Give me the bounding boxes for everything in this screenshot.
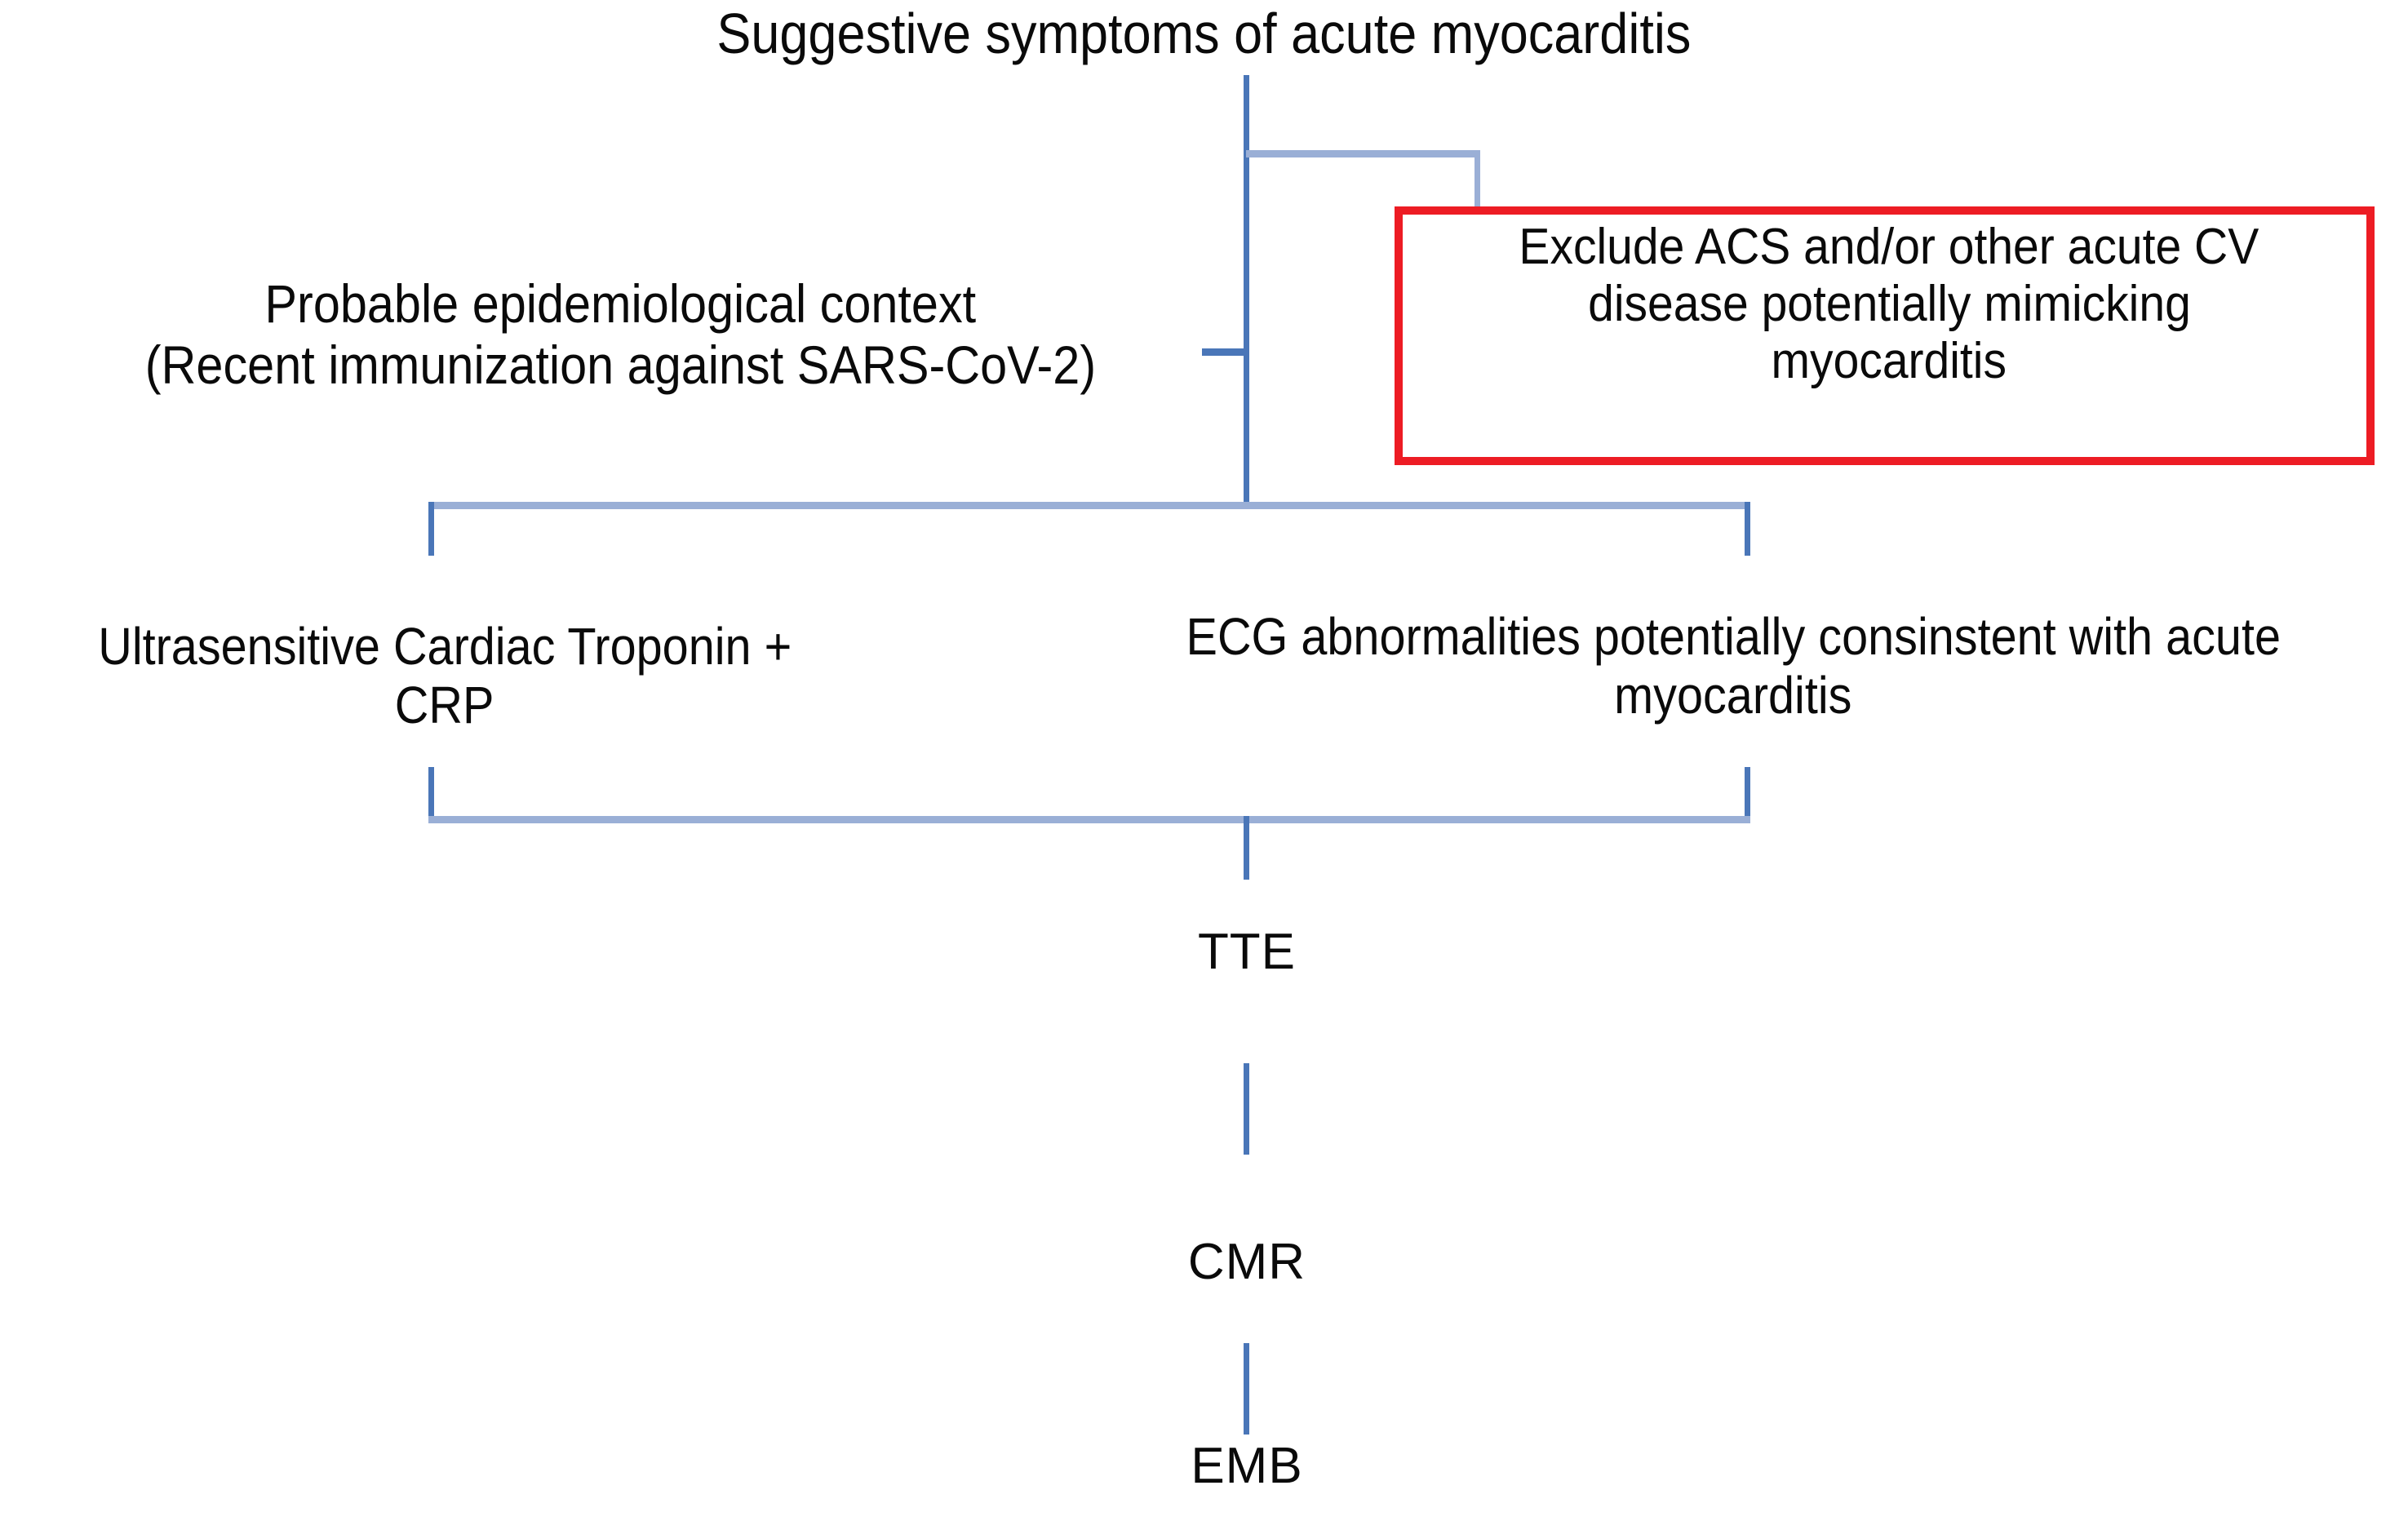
connector-split-left-down	[428, 502, 434, 556]
node-exclude-acs-line1: Exclude ACS and/or other acute CV	[1519, 219, 2259, 275]
node-emb: EMB	[1191, 1438, 1303, 1494]
node-epidemiological-context-line1: Probable epidemiological context	[264, 273, 976, 334]
node-exclude-acs-line3: myocarditis	[1771, 333, 2007, 390]
connector-stub-epidemiological-context	[1202, 348, 1248, 356]
node-epidemiological-context-line2: (Recent immunization against SARS-CoV-2)	[144, 334, 1096, 395]
node-root-symptoms-label: Suggestive symptoms of acute myocarditis	[716, 2, 1692, 65]
node-troponin-crp: Ultrasensitive Cardiac Troponin +CRP	[8, 617, 881, 735]
node-troponin-crp-line2: CRP	[395, 676, 494, 735]
connector-split-right-down	[1745, 502, 1750, 556]
connector-merge-right-up	[1745, 767, 1750, 821]
node-cmr: CMR	[1187, 1234, 1306, 1290]
connector-merge-to-tte	[1244, 816, 1249, 880]
node-ecg-abnormalities-line1: ECG abnormalities potentially consinsten…	[1186, 607, 2281, 666]
connector-merge-left-up	[428, 767, 434, 821]
node-ecg-abnormalities-line2: myocarditis	[1614, 666, 1852, 725]
node-ecg-abnormalities: ECG abnormalities potentially consinsten…	[1061, 607, 2406, 725]
connector-cmr-to-emb	[1244, 1343, 1249, 1435]
node-epidemiological-context: Probable epidemiological context(Recent …	[49, 273, 1191, 395]
connector-tte-to-cmr	[1244, 1063, 1249, 1155]
node-troponin-crp-line1: Ultrasensitive Cardiac Troponin +	[98, 617, 792, 676]
connector-branch-to-exclude-horizontal	[1246, 150, 1480, 157]
connector-trunk-main	[1244, 75, 1249, 508]
connector-merge-bar-lower	[428, 816, 1750, 823]
connector-split-bar-upper	[428, 502, 1750, 509]
node-root-symptoms: Suggestive symptoms of acute myocarditis	[0, 2, 2408, 66]
node-tte: TTE	[1197, 924, 1297, 980]
node-exclude-acs-line2: disease potentially mimicking	[1587, 276, 2191, 333]
connector-branch-to-exclude-vertical	[1475, 150, 1480, 209]
alert-box-exclude-acs	[1395, 206, 2375, 465]
